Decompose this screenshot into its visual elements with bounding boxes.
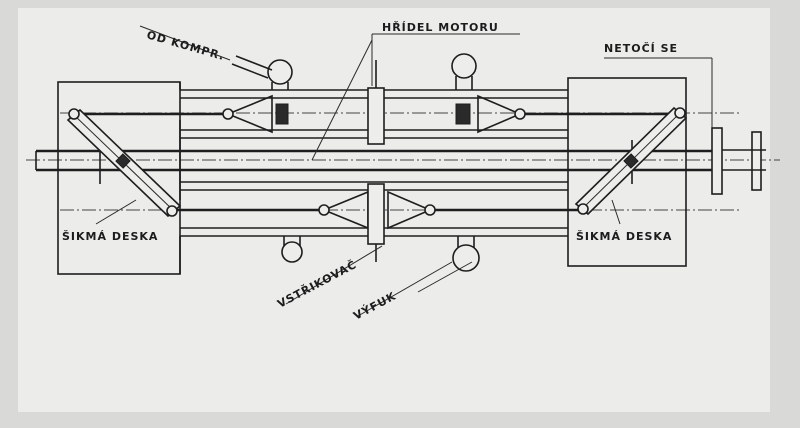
lower-injector [367,183,385,262]
left-swashplate [66,108,182,218]
label-swashplate-left: ŠIKMÁ DESKA [62,230,158,243]
exhaust-port [452,236,480,272]
upper-center-port [451,53,477,90]
label-swashplate-right: ŠIKMÁ DESKA [576,230,672,243]
upper-right-piston [455,94,678,134]
right-swashplate [574,106,688,216]
lower-left-port [281,236,303,263]
label-stationary: NETOČÍ SE [604,42,678,55]
label-leaders [95,25,713,317]
upper-left-piston [74,94,289,134]
compressor-intake-port [231,55,293,90]
lower-right-piston [387,190,584,230]
engine-shaft [35,127,766,195]
label-engine-shaft: HŘÍDEL MOTORU [382,21,499,34]
upper-injector [367,60,385,145]
